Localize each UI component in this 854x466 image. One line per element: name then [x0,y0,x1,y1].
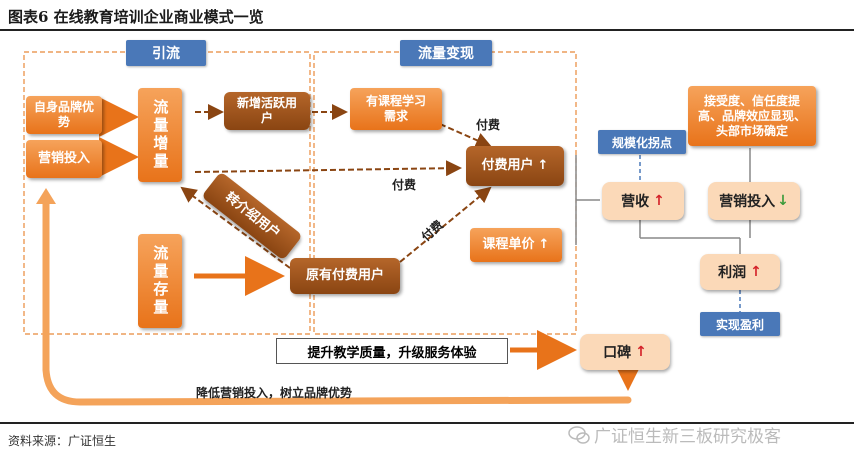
marketing-input-left-box: 营销投入 [26,140,102,178]
unit-price-label: 课程单价 [482,236,535,252]
profit-label: 利润 [718,265,747,281]
edge-label-pay-1: 付费 [476,118,501,132]
quality-improvement-box: 提升教学质量，升级服务体验 [276,338,508,364]
arrow-up-icon: ↑ [635,344,647,360]
top-rule [0,29,854,31]
paid-users-box: 付费用户↑ [466,146,564,186]
revenue-box: 营收↑ [602,182,684,220]
marketing-cost-label: 营销投入 [719,194,776,210]
arrow-up-icon: ↑ [653,193,665,209]
traffic-stock-box: 流量存量 [138,234,182,328]
word-of-mouth-label: 口碑 [603,345,632,361]
course-demand-box: 有课程学习需求 [350,88,442,130]
paid-users-label: 付费用户 [481,157,534,173]
figure-title: 图表6 在线教育培训企业商业模式一览 [8,8,264,26]
arrow-down-icon: ↓ [777,193,789,209]
wechat-icon [568,425,590,444]
edge-label-pay-2: 付费 [392,178,417,192]
acceptance-box: 接受度、信任度提高、品牌效应显现、头部市场确定 [688,86,816,146]
marketing-cost-box: 营销投入↓ [708,182,800,220]
section-monetize-label: 流量变现 [400,40,492,66]
watermark: 广证恒生新三板研究极客 [568,422,781,447]
brand-advantage-box: 自身品牌优势 [26,96,102,134]
unit-price-box: 课程单价↑ [470,228,562,262]
watermark-text: 广证恒生新三板研究极客 [594,427,781,447]
realize-profit-label: 实现盈利 [700,312,780,336]
section-traffic-label: 引流 [126,40,206,66]
word-of-mouth-box: 口碑↑ [580,334,670,370]
arrow-up-icon: ↑ [537,157,549,173]
revenue-label: 营收 [621,194,650,210]
arrow-up-icon: ↑ [538,236,550,252]
scale-inflection-label: 规模化拐点 [598,130,686,154]
bottom-loop-label: 降低营销投入，树立品牌优势 [196,386,353,400]
traffic-increase-box: 流量增量 [138,88,182,182]
bottom-rule [0,422,854,424]
profit-box: 利润↑ [700,254,780,290]
arrow-up-icon: ↑ [750,264,762,280]
source-note: 资料来源：广证恒生 [8,434,117,448]
new-active-users-box: 新增活跃用户 [224,92,310,130]
existing-paid-users-box: 原有付费用户 [290,258,400,294]
